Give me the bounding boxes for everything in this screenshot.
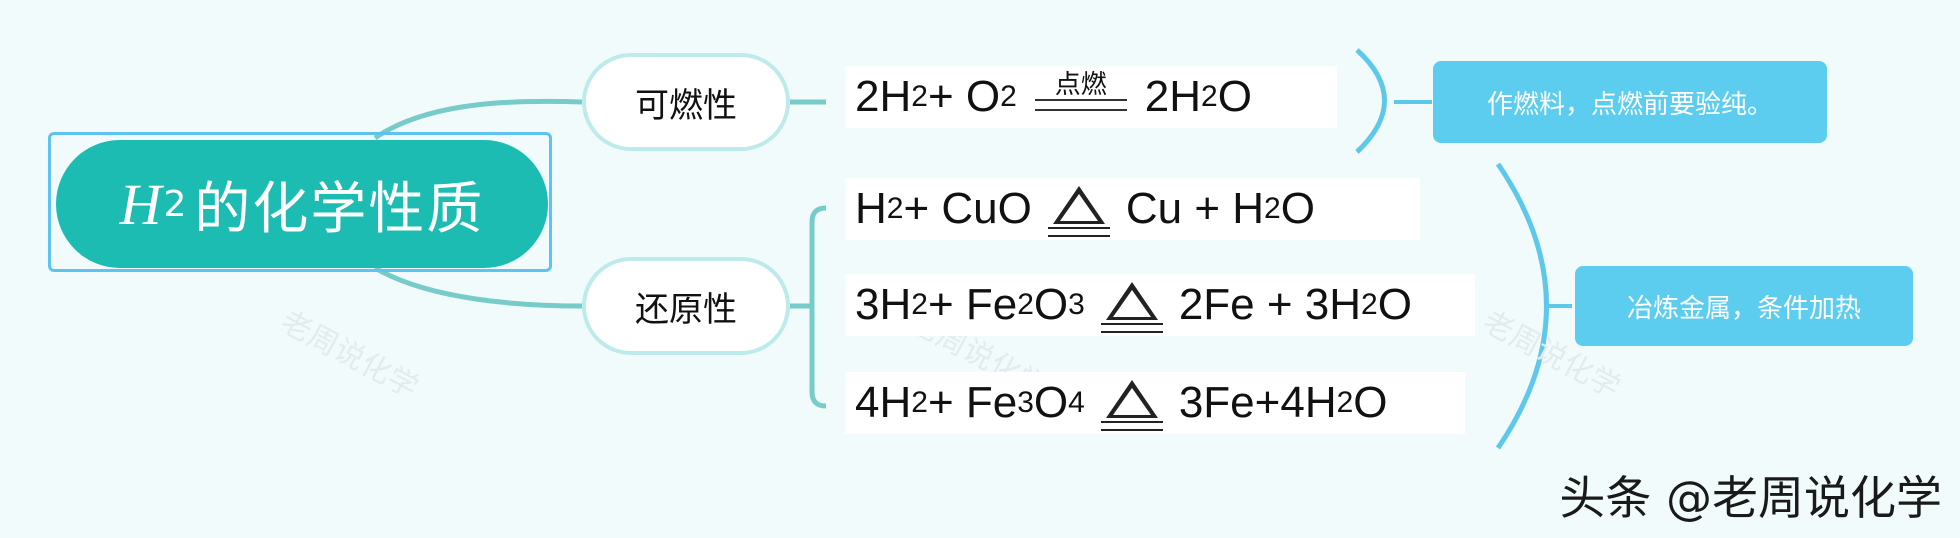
double-bar-sign <box>1100 420 1163 431</box>
equation-text: O <box>1353 378 1388 427</box>
branch-combustibility[interactable]: 可燃性 <box>582 53 790 151</box>
equation-subscript: 3 <box>1017 386 1034 419</box>
root-subscript: 2 <box>163 183 189 225</box>
equation-subscript: 4 <box>1068 386 1085 419</box>
equation-text: H <box>855 184 887 233</box>
reaction-condition: 点燃 <box>1034 69 1127 111</box>
root-symbol: H <box>119 171 164 237</box>
connector-root-to-combustion <box>373 98 583 141</box>
equation-text: O <box>1217 72 1252 121</box>
equation-text: O <box>1280 184 1315 233</box>
equation-text: 2H <box>1144 72 1202 121</box>
equation-subscript: 2 <box>1017 288 1034 321</box>
equation-text: + O <box>927 72 1001 121</box>
equation-subscript: 3 <box>1068 288 1085 321</box>
equation-subscript: 2 <box>911 288 928 321</box>
equation-text: O <box>1033 378 1069 427</box>
equation-text: 2H <box>855 72 912 121</box>
equation-text: + Fe <box>927 378 1018 427</box>
credit-text: 头条 @老周说化学 <box>1559 471 1942 525</box>
equation-text: 3H <box>855 280 912 329</box>
equation-subscript: 2 <box>1336 386 1354 419</box>
heating-symbol-icon <box>1047 185 1110 237</box>
equation-text: O <box>1377 280 1412 329</box>
heating-symbol-icon <box>1100 379 1163 431</box>
delta-triangle-icon <box>1052 185 1105 224</box>
branch-label: 还原性 <box>635 289 737 330</box>
equation-text: 4H <box>855 378 912 427</box>
equation-subscript: 2 <box>886 192 904 225</box>
double-bar-sign <box>1034 99 1127 111</box>
equation-text: + Fe <box>927 280 1018 329</box>
delta-triangle-icon <box>1105 379 1158 418</box>
equation-text: 2Fe + 3H <box>1178 280 1362 329</box>
equation-subscript: 2 <box>1000 80 1017 113</box>
root-node-frame <box>48 132 552 272</box>
branch-label: 可燃性 <box>635 85 737 126</box>
equation-text: + CuO <box>903 184 1032 233</box>
root-title: 的化学性质 <box>194 176 485 242</box>
equation-text: Cu + H <box>1125 184 1265 233</box>
delta-triangle-icon <box>1105 281 1158 320</box>
double-bar-sign <box>1100 322 1163 333</box>
double-bar-sign <box>1047 226 1110 237</box>
equation-subscript: 2 <box>911 386 928 419</box>
bracket-reduction-equations <box>809 205 827 409</box>
equation-text: O <box>1033 280 1069 329</box>
equation-subscript: 2 <box>1201 80 1218 113</box>
connector-root-to-reduction <box>373 265 583 309</box>
note-combustion: 作燃料，点燃前要验纯。 <box>1433 61 1827 143</box>
equation-subscript: 2 <box>1264 192 1281 225</box>
note-reduction: 冶炼金属，条件加热 <box>1575 266 1913 346</box>
branch-reducibility[interactable]: 还原性 <box>582 257 790 355</box>
condition-text: 点燃 <box>1054 69 1107 99</box>
bracket-combustion-note <box>1355 48 1387 154</box>
equation-subscript: 2 <box>911 80 928 113</box>
heating-symbol-icon <box>1100 281 1163 333</box>
equation-text: 3Fe+4H <box>1178 378 1337 427</box>
equation-subscript: 2 <box>1361 288 1378 321</box>
